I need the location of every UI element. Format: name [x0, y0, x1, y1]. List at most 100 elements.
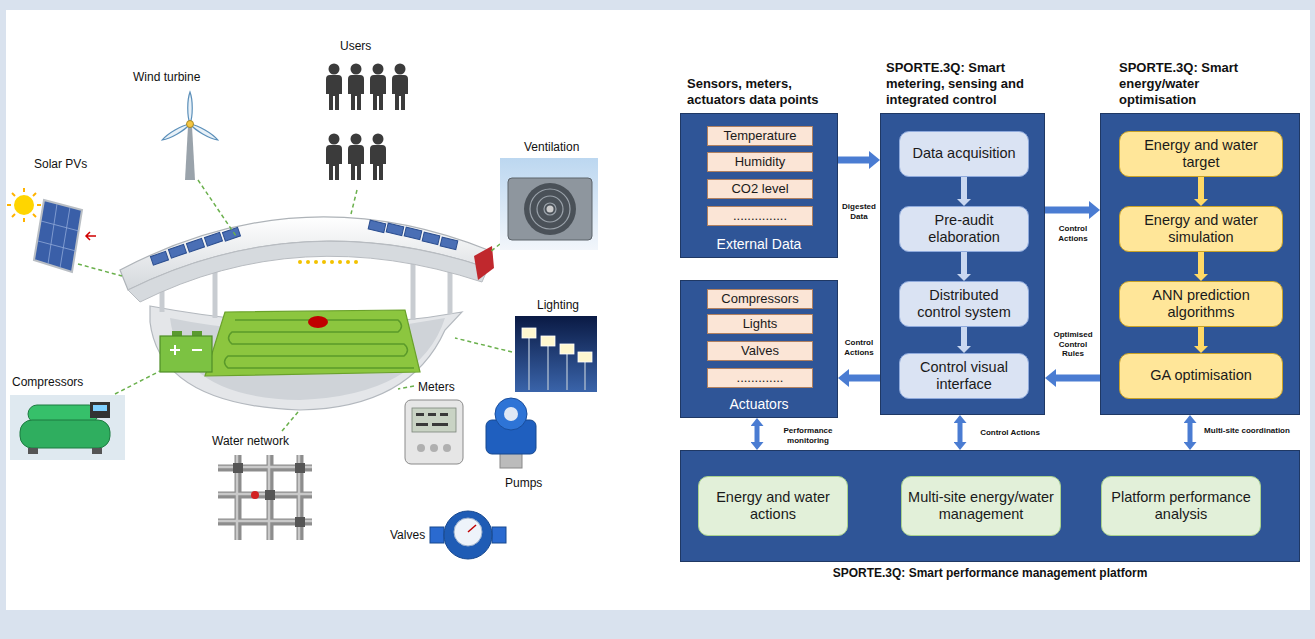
box-text: Compressors: [712, 292, 808, 307]
leader-line: [455, 338, 512, 352]
solar-pv-icon: [7, 188, 41, 222]
pump-device: [495, 398, 527, 430]
text-slot: Control visual interface: [906, 359, 1022, 394]
box-text: Temperature: [712, 129, 808, 144]
panel-label: External Data: [681, 236, 837, 252]
valve-device: [430, 511, 506, 559]
stadium-figure: [150, 251, 168, 265]
component-label: Valves: [390, 528, 425, 542]
stadium-figure: [308, 316, 328, 328]
meter-device: [416, 413, 424, 416]
component-label: Wind turbine: [133, 70, 200, 84]
solar-pv-icon: [86, 232, 96, 240]
users-icon: [348, 64, 364, 111]
platform-band: SPORTE.3Q: Smart performance management …: [680, 450, 1300, 562]
panel-label: Actuators: [681, 396, 837, 412]
lighting-photo: [578, 352, 592, 362]
component-label: Water network: [212, 434, 289, 448]
component-label: Pumps: [505, 476, 542, 490]
leader-line: [282, 412, 298, 431]
stadium-figure: [222, 227, 240, 241]
meter-device: [405, 400, 463, 464]
stadium-figure: [150, 306, 462, 410]
component-label: Meters: [418, 380, 455, 394]
label-slot: Valves: [390, 528, 425, 542]
solar-pv-icon: [33, 214, 36, 217]
flow-arrow: [1198, 177, 1204, 199]
water-network-icon: [295, 463, 305, 473]
box-text: Energy and water simulation: [1126, 212, 1276, 247]
flow-arrow: [1045, 207, 1089, 214]
optimisation-box: Energy and water target: [1119, 131, 1283, 177]
text-slot: Multi-site energy/water management: [908, 489, 1054, 524]
box-text: GA optimisation: [1126, 367, 1276, 384]
text-slot: Temperature: [712, 129, 808, 144]
action-box: Multi-site energy/water management: [901, 476, 1061, 536]
solar-pv-icon: [48, 204, 57, 264]
box-text: Energy and water actions: [705, 489, 841, 524]
data-point-box: CO2 level: [707, 179, 813, 199]
wind-turbine-icon: [161, 92, 219, 142]
compressor-photo: [10, 395, 125, 460]
solar-pv-icon: [23, 188, 25, 192]
text-slot: .............: [712, 371, 808, 386]
stadium-figure: [338, 260, 342, 264]
data-point-box: .............: [707, 368, 813, 388]
text-slot: ...............: [712, 209, 808, 224]
process-box: Data acquisition: [899, 131, 1029, 177]
stadium-figure: [160, 336, 212, 372]
pump-device: [486, 420, 536, 454]
lighting-photo: [541, 336, 555, 346]
lighting-photo: [515, 316, 597, 392]
panel-heading: Sensors, meters, actuators data points: [687, 76, 847, 108]
compressor-photo: [90, 402, 110, 418]
text-slot: Platform performance analysis: [1108, 489, 1254, 524]
pump-device: [486, 398, 536, 468]
stadium-figure: [213, 258, 218, 318]
valve-device: [430, 527, 444, 543]
edge-label: Control Actions: [970, 428, 1050, 438]
meter-device: [443, 444, 451, 452]
flow-arrow: [755, 426, 760, 442]
label-slot: Water network: [212, 434, 289, 448]
water-network-icon: [233, 463, 243, 473]
data-point-box: Compressors: [707, 289, 813, 309]
stadium-figure: [422, 232, 440, 244]
meter-device: [405, 400, 463, 464]
box-text: Multi-site energy/water management: [908, 489, 1054, 524]
lighting-photo: [560, 344, 574, 354]
solar-pv-icon: [38, 241, 76, 251]
panel-heading: SPORTE.3Q: Smart energy/water optimisati…: [1119, 60, 1249, 108]
stadium-figure: [474, 246, 494, 280]
stadium-figure: [298, 260, 302, 264]
water-network-icon: [251, 491, 259, 499]
stadium-figure: [448, 242, 453, 314]
water-network-icon: [295, 517, 305, 527]
box-text: Humidity: [712, 155, 808, 170]
meter-device: [416, 413, 448, 426]
data-point-box: Valves: [707, 341, 813, 361]
flow-arrow: [961, 252, 967, 274]
ventilation-photo: [500, 158, 598, 250]
users-icon: [326, 134, 342, 181]
meter-device: [430, 444, 438, 452]
stadium-figure: [186, 238, 204, 252]
pump-device: [504, 407, 518, 421]
flow-arrow: [1198, 252, 1204, 274]
stadium-figure: [150, 220, 457, 265]
box-text: Platform performance analysis: [1108, 489, 1254, 524]
leader-line: [198, 180, 236, 236]
wind-turbine-icon: [161, 92, 219, 180]
text-slot: Energy and water actions: [705, 489, 841, 524]
box-text: Lights: [712, 317, 808, 332]
stadium-figure: [322, 260, 326, 264]
label-slot: Compressors: [12, 375, 83, 389]
box-text: Pre-audit elaboration: [906, 212, 1022, 247]
meter-device: [432, 423, 448, 426]
text-slot: SPORTE.3Q: Smart performance management …: [681, 566, 1299, 580]
edge-label-slot: Control Actions: [1048, 224, 1098, 243]
stadium-figure: [205, 310, 420, 376]
water-network-icon: [218, 455, 312, 540]
stadium-figure: [314, 260, 318, 264]
ventilation-photo: [500, 158, 598, 250]
